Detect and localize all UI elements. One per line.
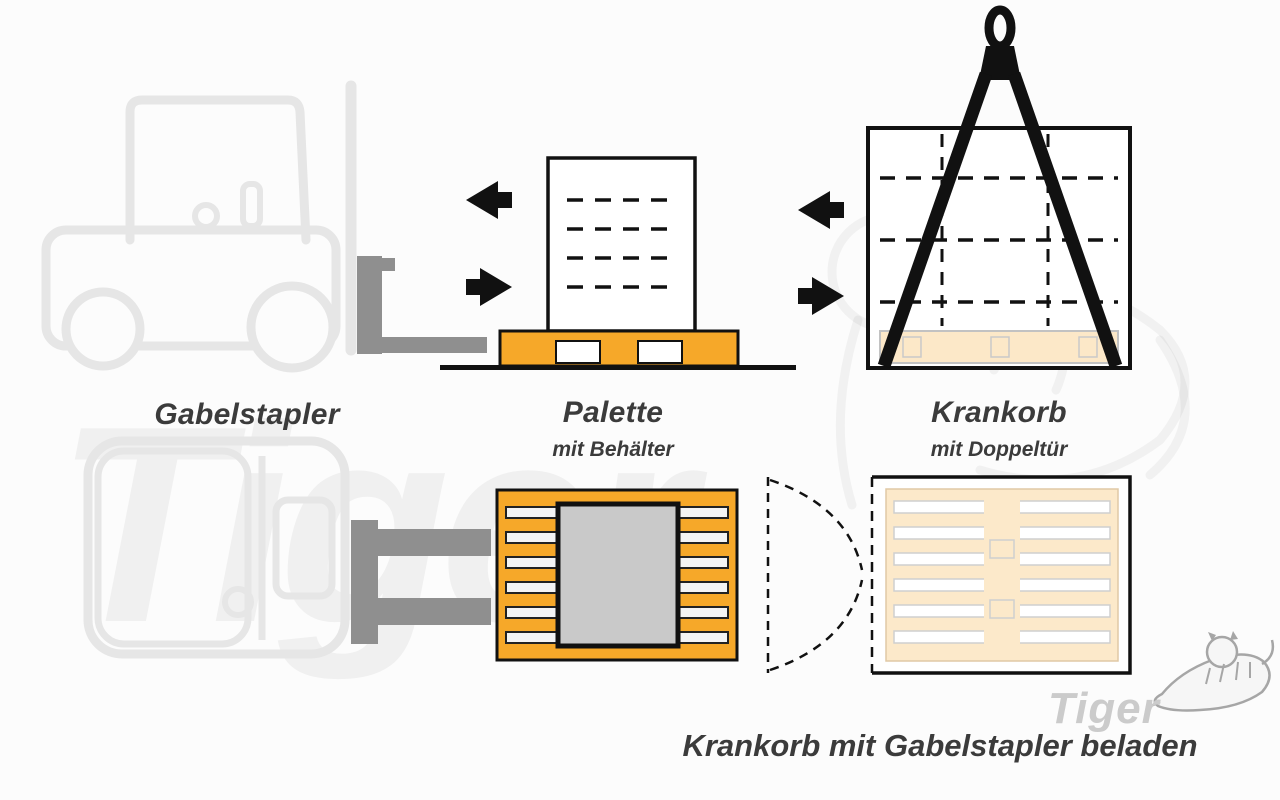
ghost-top-body [83,436,350,659]
pallet-block [989,539,1015,559]
container-slat-lines [567,198,677,289]
label-krankorb: Krankorb [931,396,1067,429]
crane-basket [866,126,1132,370]
pallet-fork-pocket [637,340,683,364]
sling-strap-right [1007,71,1123,369]
logo-tiger-stripes [1205,661,1251,685]
pallet-with-container [498,156,740,368]
logo-tiger-ears [1208,631,1238,641]
pallet-side [498,329,740,368]
crane-sling [877,5,1123,369]
fork-blade [357,337,487,353]
basket-top-walls [872,475,1132,675]
forklift-fork-top [351,520,491,644]
basket-frame [866,126,1132,370]
pallet-block [1078,336,1098,358]
sling-strap-left [877,71,993,369]
ghost-top-engine [272,496,336,600]
label-krankorb-sub: mit Doppeltür [930,438,1068,461]
arrow-left-icon [466,181,512,219]
pallet-top-view [495,488,739,662]
ghost-top-wheel [222,586,254,618]
watermark-tiger-tail [1145,335,1190,480]
label-gabelstapler: Gabelstapler [154,398,340,431]
ghost-forklift-side [41,80,357,373]
ghost-forklift-top [83,436,350,659]
label-palette: Palette [562,396,664,429]
door-swing-diagram [766,477,864,673]
logo-tiger-tail [1261,639,1275,666]
ghost-steering [192,202,220,230]
watermark-tiger-leg [835,315,863,510]
ghost-top-cab [94,447,252,648]
loaded-pallet-stringer [984,495,1020,655]
ghost-body [41,225,341,351]
arrow-right-icon [798,277,844,315]
tiger-logo-graphic [1145,631,1275,712]
arrow-right-icon [466,268,512,306]
arrow-left-icon [798,191,844,229]
container-top [555,501,681,649]
tiger-logo-text: Tiger [1048,684,1160,733]
fork-prong-bottom [351,598,491,625]
pallet-block [989,599,1015,619]
door-swing-arc-bottom [769,579,864,672]
ghost-front-wheel [246,281,338,373]
container-box [546,156,697,333]
door-swing-arc-top [769,478,864,571]
pallet-block [902,336,922,358]
ghost-extinguisher [240,181,263,229]
logo-tiger-paw [1145,700,1161,710]
label-palette-sub: mit Behälter [552,438,674,461]
loaded-basket-top-view [870,475,1132,675]
pallet-block [990,336,1010,358]
sling-connector [979,46,1021,80]
ghost-rear-wheel [61,287,145,371]
pallet-fork-pocket [555,340,601,364]
fork-prong-top [351,529,491,556]
label-bottom-caption: Krankorb mit Gabelstapler beladen [682,728,1198,763]
forklift-fork-side [357,256,487,354]
ghost-cab-frame [125,95,311,245]
transfer-arrows [466,181,844,315]
basket-grid-horizontal [880,176,1118,304]
fork-hook [357,258,395,271]
sling-ring [984,5,1016,51]
logo-tiger-head [1205,635,1239,669]
